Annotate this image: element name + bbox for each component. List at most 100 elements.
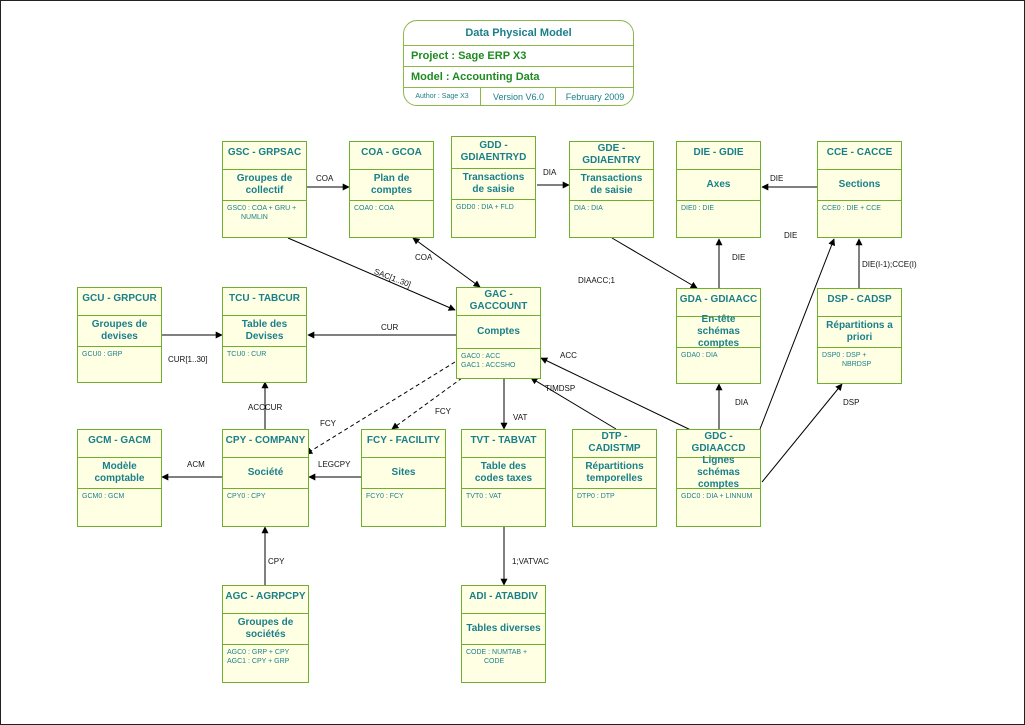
entity-label: Transactions de saisie — [570, 170, 653, 201]
entity-coa[interactable]: COA - GCOA Plan de comptes COA0 : COA — [349, 141, 434, 238]
entity-die[interactable]: DIE - GDIE Axes DIE0 : DIE — [676, 141, 761, 238]
entity-dsp[interactable]: DSP - CADSP Répartitions a priori DSP0 :… — [817, 288, 902, 384]
entity-label: Plan de comptes — [350, 170, 433, 201]
entity-key: GAC1 : ACCSHO — [461, 362, 516, 369]
date-cell: February 2009 — [555, 88, 633, 105]
entity-label: Sites — [362, 458, 445, 489]
entity-key: GCM0 : GCM — [82, 493, 125, 500]
entity-key: GDD0 : DIA + FLD — [456, 204, 514, 211]
link-dtp-gac — [530, 377, 617, 430]
entity-key: GAC0 : ACC — [461, 353, 501, 360]
link-gsc-gac — [287, 237, 456, 311]
entity-key: GCU0 : GRP — [82, 351, 123, 358]
link-gac-fcy — [391, 377, 463, 430]
entity-tvt[interactable]: TVT - TABVAT Table des codes taxes TVT0 … — [461, 429, 546, 527]
entity-label: Répartitions a priori — [818, 317, 901, 348]
entity-label: Répartitions temporelles — [573, 458, 656, 489]
entity-keys: GDD0 : DIA + FLD — [452, 200, 535, 215]
version-cell: Version V6.0 — [480, 88, 556, 105]
entity-key: NUMLIN — [241, 214, 268, 221]
entity-fcy[interactable]: FCY - FACILITY Sites FCY0 : FCY — [361, 429, 446, 527]
entity-keys: DIA : DIA — [570, 201, 653, 216]
entity-name: COA - GCOA — [350, 142, 433, 170]
entity-name: DSP - CADSP — [818, 289, 901, 317]
entity-key: CPY0 : CPY — [227, 493, 266, 500]
relation-label-fcy2: FCY — [435, 407, 451, 416]
entity-name: TVT - TABVAT — [462, 430, 545, 458]
entity-name: DTP - CADISTMP — [573, 430, 656, 458]
entity-label: Table des Devises — [223, 316, 306, 347]
model-line: Model : Accounting Data — [404, 66, 633, 87]
project-line: Project : Sage ERP X3 — [404, 45, 633, 66]
relation-label-die-gdc: DIE — [784, 231, 798, 240]
diagram-title: Data Physical Model — [465, 27, 572, 39]
entity-cce[interactable]: CCE - CACCE Sections CCE0 : DIE + CCE — [817, 141, 902, 238]
entity-label: En-tête schémas comptes — [677, 314, 760, 349]
entity-gac[interactable]: GAC - GACCOUNT Comptes GAC0 : ACC GAC1 :… — [456, 287, 541, 379]
entity-key: NBRDSP — [842, 361, 872, 368]
entity-adi[interactable]: ADI - ATABDIV Tables diverses CODE : NUM… — [461, 585, 546, 683]
relation-label-dia-gdc: DIA — [735, 398, 749, 407]
author-cell: Author : Sage X3 — [415, 93, 469, 100]
link-gdc-cce — [759, 238, 835, 430]
entity-label: Société — [223, 458, 308, 489]
link-gac-cpy — [305, 361, 456, 455]
entity-name: ADI - ATABDIV — [462, 586, 545, 614]
relation-label-die: DIE — [770, 174, 784, 183]
entity-gde[interactable]: GDE - GDIAENTRY Transactions de saisie D… — [569, 141, 654, 238]
entity-keys: TCU0 : CUR — [223, 347, 306, 362]
entity-key: DIA : DIA — [574, 205, 603, 212]
entity-tcu[interactable]: TCU - TABCUR Table des Devises TCU0 : CU… — [222, 287, 307, 383]
entity-name: GAC - GACCOUNT — [457, 288, 540, 316]
entity-cpy[interactable]: CPY - COMPANY Société CPY0 : CPY — [222, 429, 309, 527]
link-gdc-gac — [540, 357, 698, 434]
entity-gda[interactable]: GDA - GDIAACC En-tête schémas comptes GD… — [676, 288, 761, 384]
entity-keys: AGC0 : GRP + CPY AGC1 : CPY + GRP — [223, 645, 308, 669]
relation-label-dia: DIA — [543, 168, 557, 177]
entity-keys: CODE : NUMTAB + CODE — [462, 645, 545, 669]
entity-keys: DTP0 : DTP — [573, 489, 656, 504]
entity-label: Lignes schémas comptes — [677, 455, 760, 490]
relation-label-coa-gac: COA — [415, 253, 433, 262]
entity-key: TVT0 : VAT — [466, 493, 502, 500]
link-coa-gac — [412, 237, 481, 288]
entity-key: CCE0 : DIE + CCE — [822, 205, 881, 212]
entity-gdd[interactable]: GDD - GDIAENTRYD Transactions de saisie … — [451, 136, 536, 238]
entity-gdc[interactable]: GDC - GDIAACCD Lignes schémas comptes GD… — [676, 429, 761, 527]
entity-name: GSC - GRPSAC — [223, 142, 306, 170]
entity-key: GDC0 : DIA + LINNUM — [681, 493, 753, 500]
entity-key: GDA0 : DIA — [681, 352, 718, 359]
entity-key: GSC0 : COA + GRU + — [227, 205, 297, 212]
entity-gsc[interactable]: GSC - GRPSAC Groupes de collectif GSC0 :… — [222, 141, 307, 238]
relation-label-dsp: DSP — [843, 398, 860, 407]
entity-name: CCE - CACCE — [818, 142, 901, 170]
entity-keys: GDA0 : DIA — [677, 348, 760, 363]
entity-keys: COA0 : COA — [350, 201, 433, 216]
relation-label-vat: VAT — [513, 413, 528, 422]
relation-label-die-gda: DIE — [732, 253, 746, 262]
entity-key: CODE : NUMTAB + — [466, 649, 528, 656]
entity-label: Tables diverses — [462, 614, 545, 645]
entity-dtp[interactable]: DTP - CADISTMP Répartitions temporelles … — [572, 429, 657, 527]
entity-key: FCY0 : FCY — [366, 493, 404, 500]
relation-label-die-dsp: DIE(I-1);CCE(I) — [862, 260, 917, 269]
entity-key: TCU0 : CUR — [227, 351, 267, 358]
entity-name: TCU - TABCUR — [223, 288, 306, 316]
entity-name: GCM - GACM — [78, 430, 161, 458]
title-block: Data Physical Model Project : Sage ERP X… — [403, 20, 634, 106]
entity-keys: GAC0 : ACC GAC1 : ACCSHO — [457, 349, 540, 373]
entity-gcu[interactable]: GCU - GRPCUR Groupes de devises GCU0 : G… — [77, 287, 162, 383]
entity-key: COA0 : COA — [354, 205, 395, 212]
entity-keys: DSP0 : DSP + NBRDSP — [818, 348, 901, 372]
entity-agc[interactable]: AGC - AGRPCPY Groupes de sociétés AGC0 :… — [222, 585, 309, 683]
entity-name: FCY - FACILITY — [362, 430, 445, 458]
entity-name: GDD - GDIAENTRYD — [452, 137, 535, 169]
relation-label-acc: ACC — [560, 351, 577, 360]
entity-gcm[interactable]: GCM - GACM Modèle comptable GCM0 : GCM — [77, 429, 162, 527]
entity-key: AGC0 : GRP + CPY — [227, 649, 290, 656]
entity-name: AGC - AGRPCPY — [223, 586, 308, 614]
entity-keys: CPY0 : CPY — [223, 489, 308, 504]
entity-label: Groupes de devises — [78, 316, 161, 347]
entity-label: Sections — [818, 170, 901, 201]
